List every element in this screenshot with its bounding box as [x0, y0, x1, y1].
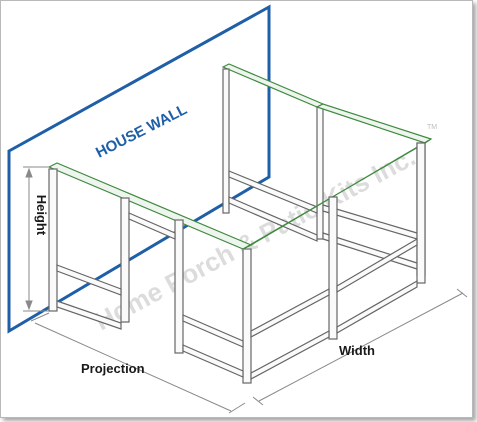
house-wall	[7, 4, 271, 334]
front-left-frame	[47, 162, 253, 384]
house-wall-label: HOUSE WALL	[93, 101, 190, 162]
projection-label: Projection	[81, 361, 145, 376]
back-left-frame	[221, 63, 325, 242]
trademark-mark: TM	[427, 124, 437, 131]
width-label: Width	[339, 343, 375, 358]
height-dimension	[23, 166, 49, 312]
width-dimension	[252, 288, 468, 406]
front-right-frame	[242, 138, 432, 381]
height-label: Height	[34, 195, 49, 236]
projection-dimension	[30, 312, 246, 414]
